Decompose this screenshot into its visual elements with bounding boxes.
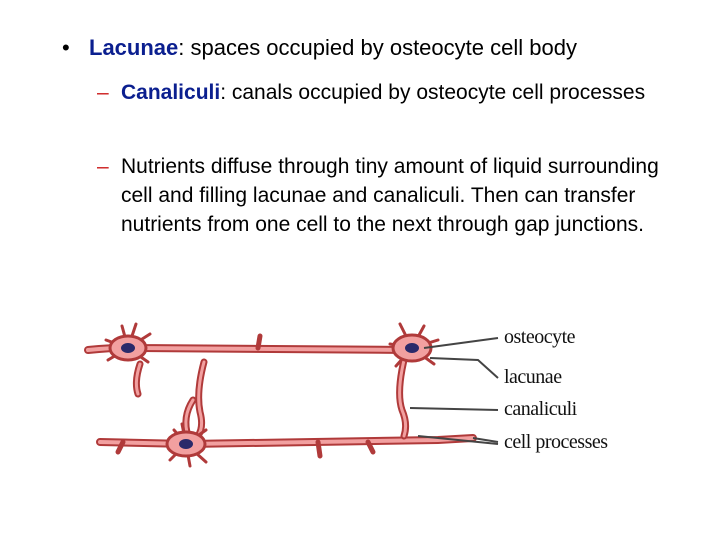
bullet-marker: • [62, 35, 70, 60]
dash-marker: – [97, 81, 109, 104]
bullet-text: Lacunae: spaces occupied by osteocyte ce… [89, 33, 577, 63]
definition-lacunae: : spaces occupied by osteocyte cell body [178, 35, 577, 60]
definition-canaliculi: : canals occupied by osteocyte cell proc… [220, 81, 646, 104]
label-lacunae: lacunae [504, 366, 562, 388]
term-lacunae: Lacunae [89, 35, 179, 60]
osteocyte-cell-top-left [104, 322, 152, 364]
term-canaliculi: Canaliculi [121, 81, 221, 104]
label-cell-processes: cell processes [504, 431, 608, 453]
label-osteocyte: osteocyte [504, 326, 576, 348]
leader-lines [409, 337, 499, 445]
sub-bullet-text: Nutrients diffuse through tiny amount of… [121, 155, 659, 236]
label-canaliculi: canaliculi [504, 398, 577, 420]
osteocyte-cell-bottom [165, 422, 208, 468]
osteocyte-diagram: osteocyte lacunae canaliculi cell proces… [78, 312, 648, 492]
osteocyte-diagram-drawing [84, 322, 499, 468]
dash-marker: – [97, 155, 109, 178]
osteocyte-cell-top-right [388, 322, 440, 368]
sub-bullet-text: Canaliculi: canals occupied by osteocyte… [121, 78, 671, 107]
